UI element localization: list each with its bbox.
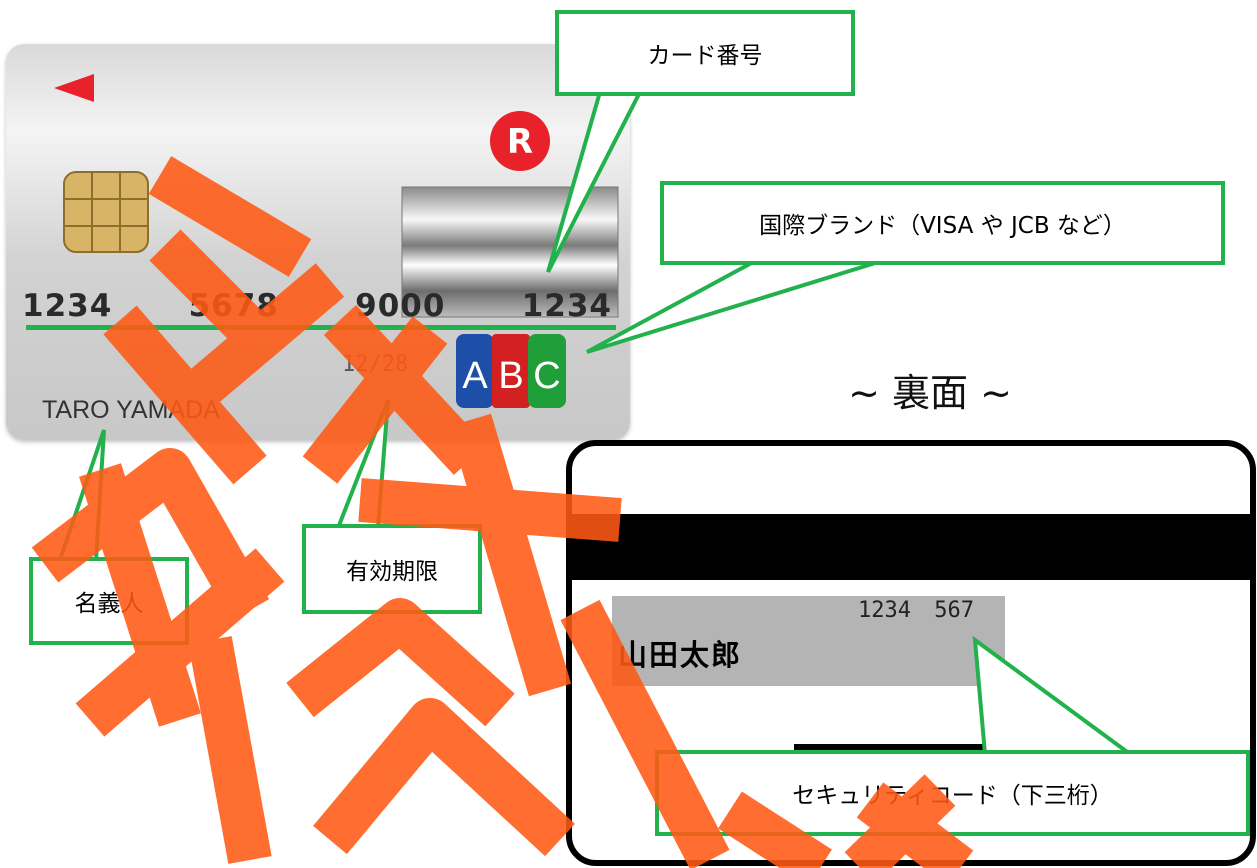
card-number-group: 9000 <box>355 288 446 324</box>
brand-logo-icon: A B C <box>456 334 566 408</box>
card-number-underline <box>26 325 616 330</box>
callout-card-number-label: カード番号 <box>647 43 763 69</box>
signature-panel-digits: 1234 567 <box>858 598 974 623</box>
svg-text:A: A <box>462 355 488 397</box>
credit-card-front: R <box>6 44 630 440</box>
svg-text:B: B <box>498 355 523 397</box>
signature-name: 山田太郎 <box>618 638 743 672</box>
svg-text:R: R <box>507 122 533 162</box>
security-code-pointer <box>972 635 1132 756</box>
triangle-marker-icon <box>54 74 94 102</box>
callout-expiry-label: 有効期限 <box>346 559 438 585</box>
card-number-group: 1234 <box>22 288 113 324</box>
svg-text:C: C <box>533 355 560 397</box>
back-side-title: ~ 裏面 ~ <box>848 371 1012 415</box>
magnetic-stripe <box>572 514 1250 580</box>
brand-pointer <box>586 258 886 354</box>
callout-card-number: カード番号 <box>555 10 855 96</box>
signature-panel <box>612 596 1005 686</box>
callout-brand: 国際ブランド（VISA や JCB など） <box>660 181 1225 265</box>
card-number-pointer <box>546 91 642 273</box>
issuer-logo-icon: R <box>490 111 550 171</box>
card-front-art: R <box>54 74 619 408</box>
callout-brand-label: 国際ブランド（VISA や JCB など） <box>759 213 1126 239</box>
ic-chip-icon <box>63 171 149 253</box>
card-number-group: 1234 <box>521 288 612 324</box>
